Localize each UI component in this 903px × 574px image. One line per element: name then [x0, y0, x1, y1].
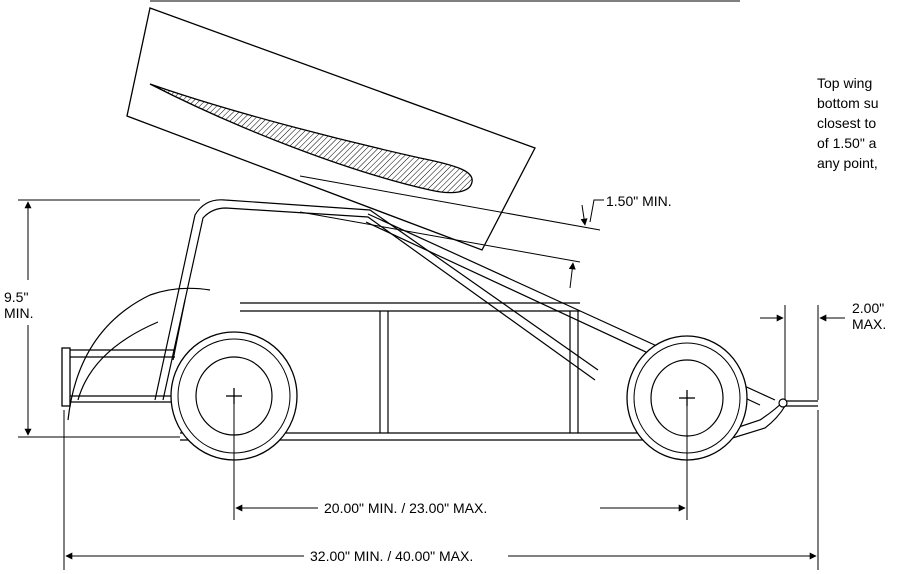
wing-clearance-label: 1.50" MIN. — [606, 193, 672, 209]
wing-bottom-reference-line — [299, 175, 601, 231]
roll-cage-reference-line — [299, 211, 581, 263]
wing-airfoil — [149, 83, 473, 194]
wheelbase-label: 20.00" MIN. / 23.00" MAX. — [324, 500, 487, 516]
roll-cage-inner — [162, 207, 596, 401]
height-label-line1: 9.5" — [4, 289, 28, 305]
nose-label-line1: 2.00" — [852, 300, 884, 316]
roll-cage — [154, 199, 599, 401]
nose-tip — [778, 398, 788, 408]
wing-box — [126, 7, 536, 251]
nose-label-line2: MAX. — [852, 316, 886, 332]
rear-body-dome — [67, 287, 211, 421]
note-line-3: closest to — [817, 115, 876, 131]
note-line-2: bottom su — [817, 95, 878, 111]
rear-body-dome-inner — [77, 321, 159, 401]
note-line-5: any point, — [817, 155, 878, 171]
front-nose-inner — [699, 405, 786, 449]
front-wheel — [626, 335, 748, 461]
wing-clearance-leader — [589, 199, 604, 223]
height-label-line2: MIN. — [4, 305, 34, 321]
overall-length-label: 32.00" MIN. / 40.00" MAX. — [310, 548, 473, 564]
rear-bumper — [61, 347, 71, 407]
wing-clearance-arrow-bottom — [568, 262, 576, 289]
note-line-4: of 1.50" a — [817, 135, 877, 151]
note-line-1: Top wing — [817, 75, 872, 91]
wing-clearance-arrow-top — [580, 204, 588, 226]
